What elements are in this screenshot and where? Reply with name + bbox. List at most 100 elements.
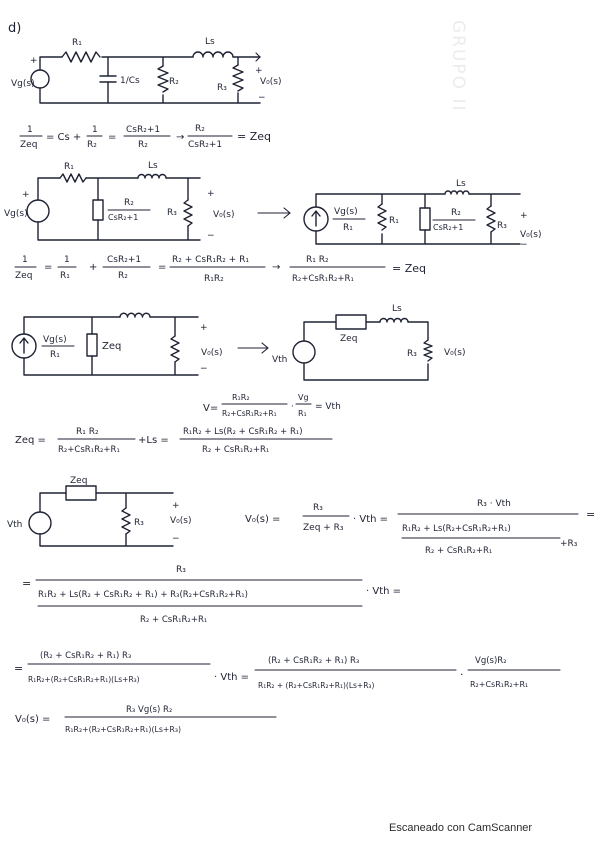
svg-text:R₃ Vg(s) R₂: R₃ Vg(s) R₂ <box>126 705 172 715</box>
svg-text:+: + <box>30 56 38 66</box>
svg-text:R₃: R₃ <box>313 503 323 513</box>
equation-3: V= R₁R₂ R₂+CsR₁R₂+R₁ · Vg R₁ = Vth <box>203 393 341 418</box>
resistor-r1-icon <box>59 173 87 183</box>
inductor-icon <box>137 173 167 179</box>
impedance-box-icon <box>86 333 98 357</box>
svg-text:−: − <box>207 231 215 241</box>
svg-text:R₁R₂ + Ls(R₂+CsR₁R₂+R₁): R₁R₂ + Ls(R₂+CsR₁R₂+R₁) <box>402 524 511 534</box>
circuit-2: R₁ Ls R₂ CsR₂+1 R₃ V₀(s) + − + Vg(s) <box>4 161 291 241</box>
zeq-box-icon <box>65 485 97 501</box>
svg-text:+: + <box>255 66 263 76</box>
svg-text:1: 1 <box>92 125 98 135</box>
svg-text:→: → <box>176 132 184 143</box>
svg-text:R₂ + CsR₁R₂ + R₁: R₂ + CsR₁R₂ + R₁ <box>172 255 249 265</box>
svg-text:+: + <box>172 501 180 511</box>
transform-arrow-icon <box>237 342 269 354</box>
svg-text:CsR₂+1: CsR₂+1 <box>108 213 138 222</box>
svg-text:+: + <box>22 190 30 200</box>
vth-label: Vth <box>272 355 287 365</box>
svg-text:Zeq: Zeq <box>340 334 357 344</box>
svg-text:CsR₂+1: CsR₂+1 <box>126 125 160 135</box>
svg-text:+: + <box>89 262 97 273</box>
svg-text:R₁: R₁ <box>298 409 307 418</box>
output-label: V₀(s) <box>170 516 191 526</box>
r3-label: R₃ <box>217 83 227 93</box>
svg-text:R₃: R₃ <box>407 349 417 359</box>
resistor-r3-icon <box>183 199 193 227</box>
svg-text:=: = <box>14 662 23 675</box>
scanner-watermark: Escaneado con CamScanner <box>389 822 533 834</box>
equation-4: Zeq = R₁ R₂ R₂+CsR₁R₂+R₁ +Ls = R₁R₂ + Ls… <box>15 427 333 455</box>
voltage-source-icon <box>30 69 50 89</box>
equation-2: 1 Zeq = 1 R₁ + CsR₂+1 R₂ = R₂ + CsR₁R₂ +… <box>14 255 426 284</box>
svg-text:R₃: R₃ <box>497 221 507 231</box>
svg-text:R₁R₂ + (R₂+CsR₁R₂+R₁)(Ls+R₃): R₁R₂ + (R₂+CsR₁R₂+R₁)(Ls+R₃) <box>258 681 374 690</box>
impedance-box-icon <box>92 199 104 221</box>
svg-text:+: + <box>520 211 528 221</box>
svg-text:1: 1 <box>64 255 70 265</box>
svg-text:R₂+CsR₁R₂+R₁: R₂+CsR₁R₂+R₁ <box>292 274 354 284</box>
svg-text:(R₂ + CsR₁R₂ + R₁) R₃: (R₂ + CsR₁R₂ + R₁) R₃ <box>268 656 359 666</box>
svg-text:R₁: R₁ <box>343 223 353 233</box>
resistor-r3-icon <box>121 507 131 535</box>
output-label: V₀(s) <box>520 230 541 240</box>
svg-text:R₁R₂ + Ls(R₂ + CsR₁R₂ + R₁): R₁R₂ + Ls(R₂ + CsR₁R₂ + R₁) <box>183 427 303 437</box>
svg-text:R₂ + CsR₁R₂+R₁: R₂ + CsR₁R₂+R₁ <box>202 445 269 455</box>
svg-text:R₂: R₂ <box>451 208 461 218</box>
svg-text:=: = <box>22 577 31 590</box>
zeq-label: Zeq <box>102 341 121 352</box>
svg-text:R₁: R₁ <box>50 350 60 360</box>
equation-5: V₀(s) = R₃ Zeq + R₃ · Vth = R₃ · Vth R₁R… <box>245 499 595 556</box>
circuit-1: + Vg(s) R₁ 1/Cs R₂ Ls R₃ + V₀(s) − <box>11 37 281 104</box>
source-label: Vg(s) <box>11 79 35 89</box>
svg-text:=: = <box>108 132 116 143</box>
svg-text:= Zeq: = Zeq <box>392 262 426 275</box>
inductor-label: Ls <box>205 37 215 47</box>
svg-text:R₁R₂+(R₂+CsR₁R₂+R₁)(Ls+R₃): R₁R₂+(R₂+CsR₁R₂+R₁)(Ls+R₃) <box>65 725 181 734</box>
svg-text:R₂ + CsR₁R₂+R₁: R₂ + CsR₁R₂+R₁ <box>425 546 492 556</box>
resistor-r3-icon <box>232 64 244 92</box>
svg-text:Ls: Ls <box>392 304 402 314</box>
svg-text:R₂: R₂ <box>138 140 148 150</box>
r2-label: R₂ <box>169 77 179 87</box>
inductor-icon <box>379 317 409 323</box>
svg-text:R₁: R₁ <box>64 162 74 172</box>
transform-arrow-icon <box>257 207 291 219</box>
svg-text:−: − <box>200 364 208 374</box>
circuit-4: Vg(s) R₁ Zeq V₀(s) + − <box>11 312 269 376</box>
output-label: V₀(s) <box>201 348 222 358</box>
svg-text:· Vth =: · Vth = <box>214 672 249 683</box>
svg-text:R₂: R₂ <box>195 124 205 134</box>
circuit-5: Zeq Ls Vth R₃ V₀(s) <box>272 304 465 381</box>
svg-text:Vg(s): Vg(s) <box>43 335 67 345</box>
source-label: Vg(s) <box>4 209 28 219</box>
equation-6: = R₃ R₁R₂ + Ls(R₂ + CsR₁R₂ + R₁) + R₃(R₂… <box>22 565 401 625</box>
svg-text:R₃ · Vth: R₃ · Vth <box>477 499 511 509</box>
equation-7: = (R₂ + CsR₁R₂ + R₁) R₃ R₁R₂+(R₂+CsR₁R₂+… <box>14 651 561 690</box>
svg-text:R₃: R₃ <box>167 208 177 218</box>
svg-text:R₂+CsR₁R₂+R₁: R₂+CsR₁R₂+R₁ <box>470 680 528 689</box>
inductor-icon <box>119 312 151 318</box>
current-source-icon <box>303 206 329 232</box>
svg-text:CsR₂+1: CsR₂+1 <box>433 223 463 232</box>
zeq-box-icon <box>335 314 367 330</box>
svg-text:=: = <box>158 262 166 273</box>
svg-text:Vg(s): Vg(s) <box>334 207 358 217</box>
resistor-r1-icon <box>377 203 387 231</box>
svg-text:Vg(s)R₂: Vg(s)R₂ <box>475 656 507 666</box>
svg-text:· Vth =: · Vth = <box>366 586 401 597</box>
svg-text:Zeq: Zeq <box>15 271 32 281</box>
svg-text:=: = <box>586 508 595 521</box>
section-label: d) <box>8 21 21 36</box>
svg-text:V₀(s) =: V₀(s) = <box>245 514 280 525</box>
svg-text:· Vth =: · Vth = <box>353 514 388 525</box>
cap-label: 1/Cs <box>120 76 140 86</box>
svg-text:R₃: R₃ <box>176 565 186 575</box>
vth-label: Vth <box>7 520 22 530</box>
svg-text:R₁R₂: R₁R₂ <box>204 274 224 284</box>
svg-text:R₃: R₃ <box>134 518 144 528</box>
svg-text:CsR₂+1: CsR₂+1 <box>107 255 141 265</box>
output-label: V₀(s) <box>260 77 281 87</box>
svg-text:R₁ R₂: R₁ R₂ <box>306 255 329 265</box>
